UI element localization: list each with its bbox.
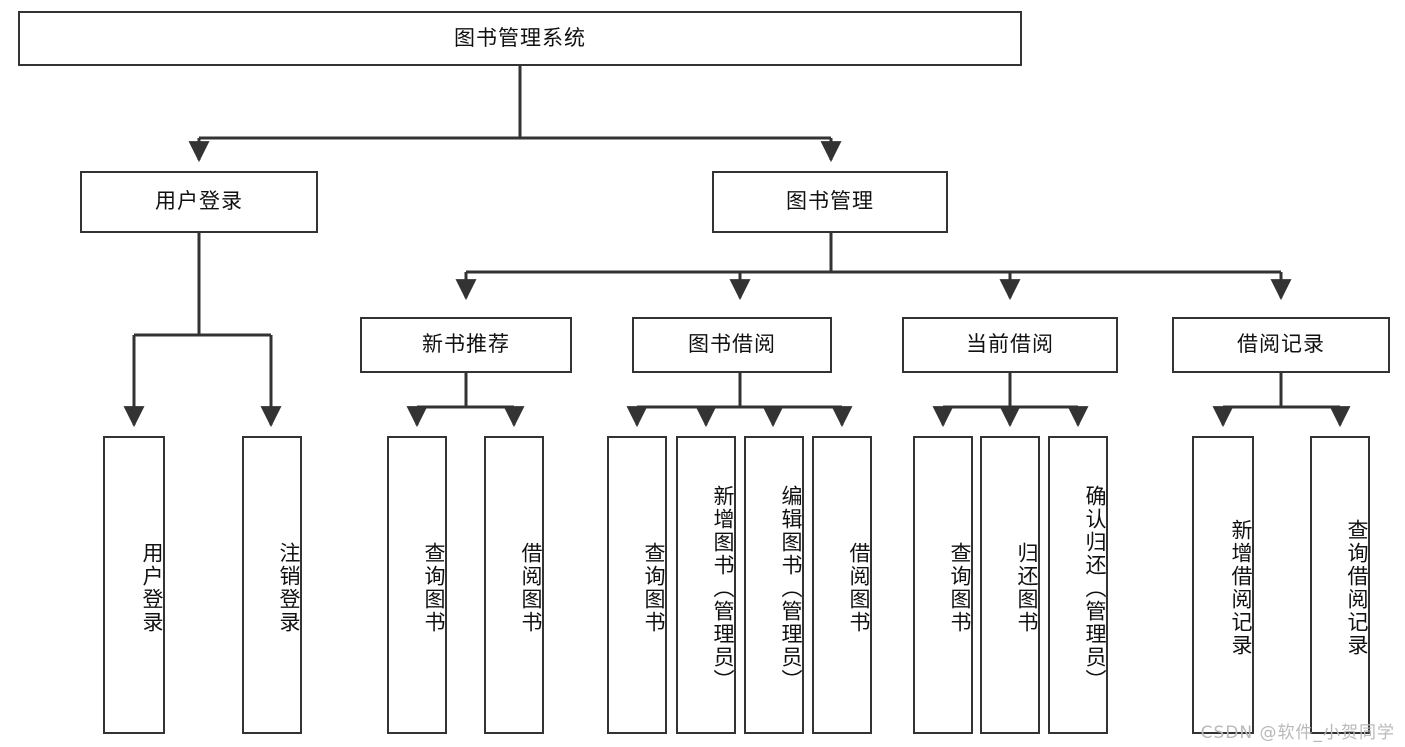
- node-borrow-record[interactable]: 借阅记录: [1172, 317, 1390, 373]
- leaf-label: 借阅图书: [519, 542, 543, 634]
- leaf-label: 编辑图书（管理员）: [779, 484, 803, 692]
- node-current-borrow[interactable]: 当前借阅: [902, 317, 1118, 373]
- node-book-management[interactable]: 图书管理: [712, 171, 948, 233]
- leaf-label: 确认归还（管理员）: [1083, 484, 1107, 692]
- leaf-borrow-book-rec[interactable]: 借阅图书: [484, 436, 544, 734]
- node-user-login[interactable]: 用户登录: [80, 171, 318, 233]
- leaf-label: 用户登录: [140, 542, 164, 634]
- leaf-label: 借阅图书: [847, 542, 871, 634]
- node-book-borrow[interactable]: 图书借阅: [632, 317, 832, 373]
- leaf-query-borrow-record[interactable]: 查询借阅记录: [1310, 436, 1370, 734]
- leaf-user-login[interactable]: 用户登录: [103, 436, 165, 734]
- node-root-system[interactable]: 图书管理系统: [18, 11, 1022, 66]
- leaf-return-book[interactable]: 归还图书: [980, 436, 1040, 734]
- leaf-query-book-current[interactable]: 查询图书: [913, 436, 973, 734]
- leaf-logout-login[interactable]: 注销登录: [242, 436, 302, 734]
- leaf-label: 查询图书: [948, 542, 972, 634]
- leaf-edit-book-admin[interactable]: 编辑图书（管理员）: [744, 436, 804, 734]
- csdn-watermark: CSDN @软件_小贺同学: [1200, 723, 1395, 743]
- leaf-borrow-book[interactable]: 借阅图书: [812, 436, 872, 734]
- leaf-confirm-return-admin[interactable]: 确认归还（管理员）: [1048, 436, 1108, 734]
- leaf-label: 查询图书: [422, 542, 446, 634]
- leaf-label: 注销登录: [277, 542, 301, 634]
- leaf-query-book-borrow[interactable]: 查询图书: [607, 436, 667, 734]
- leaf-label: 查询图书: [642, 542, 666, 634]
- leaf-label: 查询借阅记录: [1345, 519, 1369, 657]
- leaf-label: 归还图书: [1015, 542, 1039, 634]
- leaf-label: 新增借阅记录: [1229, 519, 1253, 657]
- leaf-label: 新增图书（管理员）: [711, 484, 735, 692]
- leaf-add-book-admin[interactable]: 新增图书（管理员）: [676, 436, 736, 734]
- node-new-book-recommend[interactable]: 新书推荐: [360, 317, 572, 373]
- leaf-add-borrow-record[interactable]: 新增借阅记录: [1192, 436, 1254, 734]
- leaf-query-book-rec[interactable]: 查询图书: [387, 436, 447, 734]
